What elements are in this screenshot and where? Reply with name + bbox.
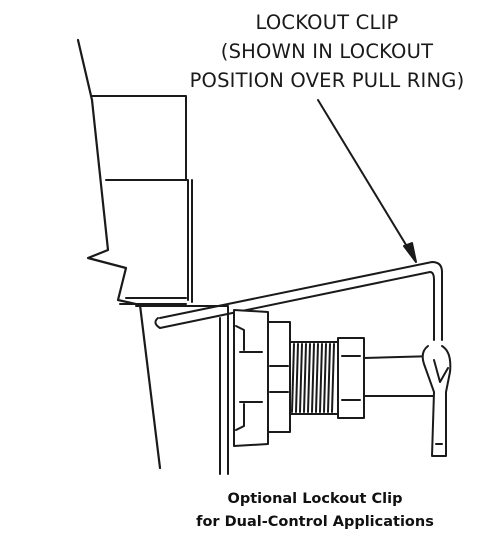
rear-hex-nut	[233, 309, 269, 447]
callout-leader	[317, 99, 417, 263]
panel-plate	[135, 305, 229, 475]
mounting-bracket	[91, 95, 193, 305]
callout-line-2: (SHOWN IN LOCKOUT	[220, 40, 434, 63]
jam-nut	[337, 337, 365, 419]
front-hex-nut	[267, 321, 291, 433]
caption-line-1: Optional Lockout Clip	[227, 491, 403, 507]
callout-label: LOCKOUT CLIP (SHOWN IN LOCKOUT POSITION …	[168, 8, 486, 95]
pull-ring	[421, 345, 452, 457]
caption-line-2: for Dual-Control Applications	[196, 514, 434, 530]
lockout-clip	[154, 261, 443, 341]
callout-line-3: POSITION OVER PULL RING)	[189, 69, 465, 92]
figure-caption: Optional Lockout Clip for Dual-Control A…	[150, 488, 480, 534]
callout-line-1: LOCKOUT CLIP	[255, 11, 399, 34]
wall-panel	[76, 38, 162, 470]
threaded-shaft	[289, 341, 339, 415]
